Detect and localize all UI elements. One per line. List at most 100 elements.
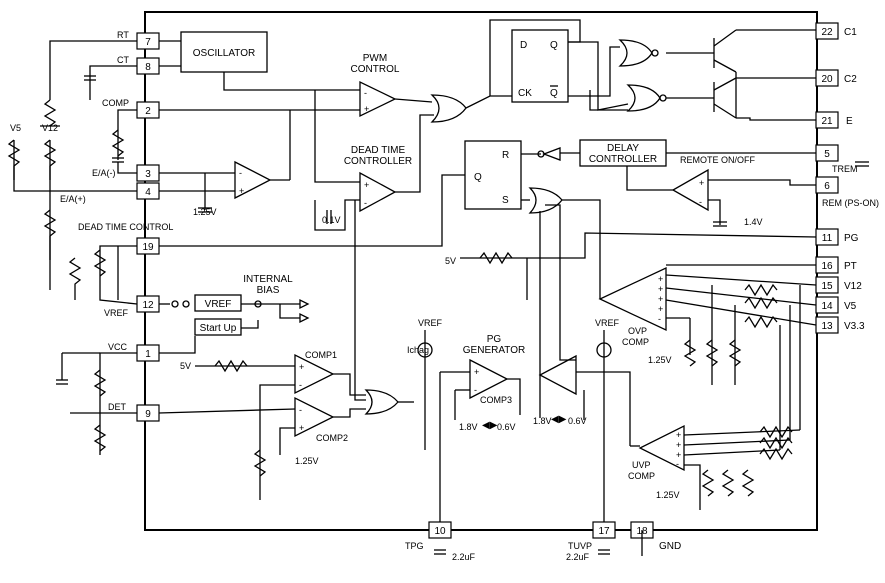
pin-label-rem: REM (PS-ON)	[822, 198, 879, 208]
svg-text:Q: Q	[474, 172, 482, 183]
vref-block: VREF	[194, 294, 242, 312]
pin-13: 13	[815, 316, 839, 334]
pin-9: 9	[136, 404, 160, 422]
pwm-label-2: CONTROL	[351, 64, 400, 75]
or-gate-pwm	[430, 94, 467, 123]
svg-text:Q: Q	[550, 40, 558, 51]
svg-text:3: 3	[145, 169, 151, 180]
comp3-label: COMP3	[480, 395, 512, 405]
pin-4: 4	[136, 182, 160, 200]
dtc-label-2: CONTROLLER	[344, 156, 412, 167]
svg-text:R: R	[502, 150, 509, 161]
or-gate-rs	[528, 187, 563, 214]
ovp-comparator: ++ ++-	[598, 266, 667, 332]
uvp-label-1: UVP	[632, 460, 651, 470]
svg-text:4: 4	[145, 187, 151, 198]
svg-text:19: 19	[142, 242, 154, 253]
svg-text:20: 20	[821, 74, 833, 85]
oscillator-block: OSCILLATOR	[180, 31, 268, 73]
svg-text:15: 15	[821, 281, 833, 292]
pin-21: 21	[815, 111, 839, 129]
pin-label-tpg: TPG	[405, 541, 424, 551]
comp1-comparator: +-	[294, 353, 335, 395]
svg-text:OSCILLATOR: OSCILLATOR	[193, 48, 255, 59]
dtc-label-1: DEAD TIME	[351, 145, 406, 156]
error-amplifier: -+	[234, 160, 272, 200]
vref-label-a: VREF	[418, 318, 443, 328]
svg-text:5: 5	[824, 149, 830, 160]
internal-bias-1: INTERNAL	[243, 274, 293, 285]
pin-6: 6	[815, 176, 839, 194]
output-transistor-1	[666, 29, 737, 73]
pin-15: 15	[815, 276, 839, 294]
pg-gen-1: PG	[487, 334, 502, 345]
cap-tpg-label: 2.2uF	[452, 552, 476, 562]
pin-label-c1: C1	[844, 27, 857, 38]
pin-label-trem: TREM	[832, 164, 858, 174]
inverter-delay	[537, 147, 561, 161]
resistors	[7, 99, 793, 497]
pin-7: 7	[136, 32, 160, 50]
pin-label-c2: C2	[844, 74, 857, 85]
5v-label-a: 5V	[445, 256, 456, 266]
svg-text:VREF: VREF	[205, 299, 232, 310]
svg-text:7: 7	[145, 37, 151, 48]
svg-text:+: +	[658, 294, 663, 304]
svg-text:-: -	[239, 168, 242, 178]
svg-text:11: 11	[822, 233, 833, 244]
svg-text:-: -	[474, 385, 477, 395]
pwm-label-1: PWM	[363, 53, 387, 64]
svg-text:+: +	[699, 178, 704, 188]
svg-text:Q: Q	[550, 88, 558, 99]
uvp-label-2: COMP	[628, 471, 655, 481]
v18-b: 1.8V	[533, 416, 552, 426]
cap-tuvp-label: 2.2uF	[566, 552, 590, 562]
internal-bias-2: BIAS	[257, 285, 280, 296]
svg-text:+: +	[658, 274, 663, 284]
svg-text:+: +	[364, 104, 369, 114]
pin-8: 8	[136, 57, 160, 75]
pin-label-v5: V5	[844, 301, 857, 312]
comp3-comparator: +-	[469, 358, 509, 400]
pin-19: 19	[136, 237, 160, 255]
svg-text:2: 2	[145, 106, 151, 117]
pin-label-e: E	[846, 116, 853, 127]
d-flip-flop: D Q CK Q	[511, 29, 569, 103]
svg-text:+: +	[474, 367, 479, 377]
svg-text:CONTROLLER: CONTROLLER	[589, 154, 657, 165]
v12-label: V12	[42, 123, 58, 133]
comp2-comparator: -+	[294, 396, 335, 438]
pin-label-vref: VREF	[104, 308, 129, 318]
svg-text:13: 13	[821, 321, 833, 332]
svg-text:+: +	[364, 180, 369, 190]
vref-label-b: VREF	[595, 318, 620, 328]
wires	[13, 19, 817, 556]
pin-label-gnd: GND	[659, 541, 681, 552]
pin-5: 5	[815, 144, 839, 162]
uvp-comparator: ++ +-	[638, 424, 685, 472]
pin-label-det: DET	[108, 402, 127, 412]
pin-label-comp: COMP	[102, 98, 129, 108]
pin-14: 14	[815, 296, 839, 314]
pin-label-pg: PG	[844, 233, 859, 244]
arrow-b: ◀▶	[551, 414, 567, 425]
svg-text:9: 9	[145, 409, 151, 420]
pin-17: 17	[592, 521, 616, 539]
remote-comparator: +-	[671, 168, 709, 212]
v06-a: 0.6V	[497, 422, 516, 432]
svg-text:+: +	[676, 430, 681, 440]
pin-label-ea-plus: E/A(+)	[60, 194, 86, 204]
v125-d: 1.25V	[656, 490, 680, 500]
pin-label-pt: PT	[844, 261, 857, 272]
pin-label-ea-minus: E/A(-)	[92, 168, 116, 178]
pin-1: 1	[136, 344, 160, 362]
pin-label-tuvp: TUVP	[568, 541, 592, 551]
nor-gate-2	[626, 84, 667, 112]
v18-a: 1.8V	[459, 422, 478, 432]
svg-text:12: 12	[142, 300, 154, 311]
svg-text:-: -	[364, 198, 367, 208]
svg-text:-: -	[299, 380, 302, 390]
pin-label-ct: CT	[117, 55, 129, 65]
